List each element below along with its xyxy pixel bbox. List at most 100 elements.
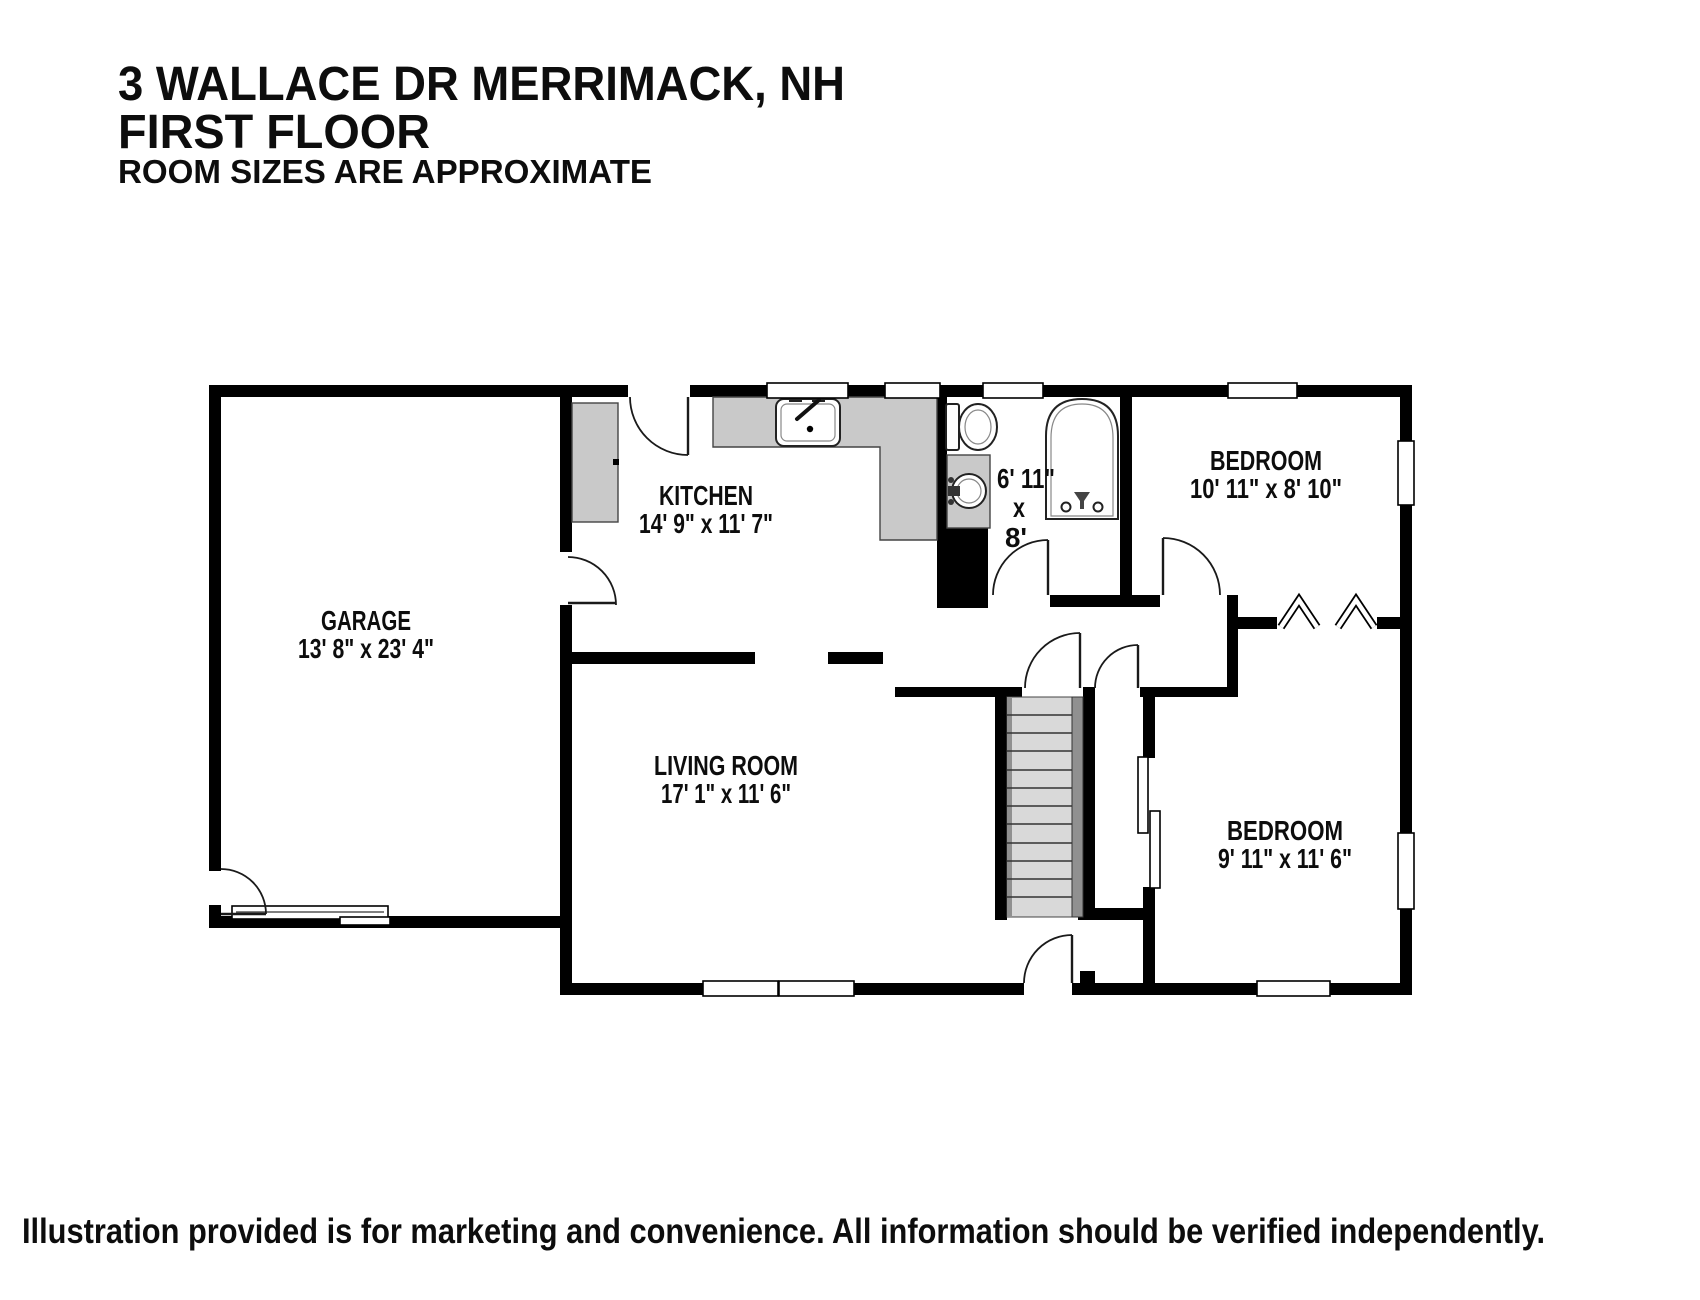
wall-segment (1083, 687, 1095, 697)
kitchen-fixtures (571, 394, 938, 541)
vanity-handle (948, 477, 954, 483)
wall-segment (1143, 887, 1155, 995)
wall-segment (1140, 687, 1238, 697)
window (884, 382, 941, 399)
door-arc (220, 868, 267, 915)
room-dims-bathroom-1: 6' 11" (997, 463, 1055, 494)
closet-doors (1137, 592, 1378, 889)
garage-to-kitchen-door (567, 556, 617, 606)
wall-segment (1227, 595, 1238, 697)
stair-treads (1006, 696, 1073, 918)
tub-faucet-stem (1080, 500, 1084, 509)
room-label-living: LIVING ROOM (654, 750, 798, 781)
room-dims-kitchen: 14' 9" x 11' 7" (639, 508, 773, 539)
staircase (1006, 696, 1084, 918)
wall-segment (937, 397, 947, 527)
wall-segment (568, 652, 755, 664)
wall-segment (1143, 687, 1155, 758)
room-dims-bedroom-bottom: 9' 11" x 11' 6" (1218, 843, 1352, 874)
wall-segment (895, 687, 1022, 697)
door-arc (1094, 644, 1139, 689)
tub-faucet (1074, 492, 1090, 504)
room-dims-garage: 13' 8" x 23' 4" (298, 633, 434, 664)
garage-side-door (220, 868, 267, 916)
basement-stairs-door (1024, 632, 1082, 689)
garage-door-panel-offset (339, 916, 391, 926)
tub-handle (1060, 501, 1072, 513)
window (702, 980, 779, 997)
pantry-door-pivot (613, 459, 619, 465)
sink-drain (806, 425, 814, 433)
wall-segment (560, 916, 572, 995)
room-label-bedroom-top: BEDROOM (1210, 445, 1322, 476)
garage-door (231, 905, 391, 926)
door-arc (992, 539, 1049, 596)
door-arc (1023, 934, 1073, 984)
bathroom-door (992, 539, 1050, 596)
wall-segment (828, 652, 883, 664)
bathroom-fixtures (945, 397, 1119, 529)
wall-segment (1072, 983, 1412, 995)
window (982, 382, 1044, 399)
bedroom-top-door (1161, 537, 1221, 596)
room-dims-bathroom-3: 8' (1005, 522, 1027, 553)
stair-rail-right (1071, 696, 1084, 918)
disclaimer-text: Illustration provided is for marketing a… (22, 1212, 1545, 1251)
room-dims-living: 17' 1" x 11' 6" (661, 778, 791, 809)
wall-segment (209, 385, 221, 871)
wall-segment (995, 697, 1007, 920)
room-label-bedroom-bottom: BEDROOM (1227, 815, 1343, 846)
bifold-door-icon (1336, 595, 1376, 629)
room-dims-bedroom-top: 10' 11" x 8' 10" (1190, 473, 1342, 504)
wall-segment (1377, 617, 1400, 629)
bypass-door-panel (1137, 756, 1149, 834)
window (766, 382, 849, 399)
stair-tread-lines (1007, 714, 1072, 898)
sink-basin-inner (780, 403, 836, 442)
wall-segment (560, 605, 572, 916)
wall-segment (209, 385, 628, 397)
wall-segment (1050, 595, 1160, 607)
sink-basin (775, 398, 841, 447)
window (1397, 440, 1415, 506)
room-label-garage: GARAGE (321, 605, 411, 636)
wall-segment (1083, 908, 1143, 920)
wall-segment (560, 385, 572, 552)
toilet-tank (945, 403, 960, 451)
window (1227, 382, 1298, 399)
room-labels: GARAGE 13' 8" x 23' 4" KITCHEN 14' 9" x … (298, 445, 1352, 874)
entry-door-top (629, 396, 690, 456)
bathtub-outline (1045, 397, 1119, 520)
window (778, 980, 855, 997)
wall-segment (1120, 385, 1132, 607)
bedroom-bottom-door (1094, 644, 1140, 689)
page-title-note: ROOM SIZES ARE APPROXIMATE (118, 153, 652, 190)
door-arc (629, 396, 689, 456)
bathtub-inner (1050, 403, 1114, 517)
faucet-lever (795, 398, 821, 421)
vanity-handle (948, 499, 954, 505)
kitchen-sink (775, 394, 841, 447)
bathtub (1045, 397, 1119, 520)
window (1397, 832, 1415, 910)
bifold-door-icon (1279, 595, 1319, 629)
door-arc (567, 556, 617, 606)
door-swings (220, 396, 1221, 984)
page-title-floor: FIRST FLOOR (118, 106, 430, 159)
vanity-sink (946, 454, 991, 529)
stair-rail-left (1007, 697, 1012, 917)
window (1256, 980, 1331, 997)
pantry-cabinet (571, 402, 619, 523)
wall-segment (1083, 697, 1095, 912)
door-arc (1024, 632, 1081, 689)
wall-segment (1080, 971, 1095, 983)
room-label-kitchen: KITCHEN (659, 480, 753, 511)
page-title-address: 3 WALLACE DR MERRIMACK, NH (118, 58, 845, 111)
door-arc (1162, 537, 1221, 596)
front-door (1023, 934, 1074, 984)
vanity-faucet (948, 486, 960, 496)
toilet-bowl-inner (964, 409, 992, 445)
windows (231, 382, 1415, 997)
